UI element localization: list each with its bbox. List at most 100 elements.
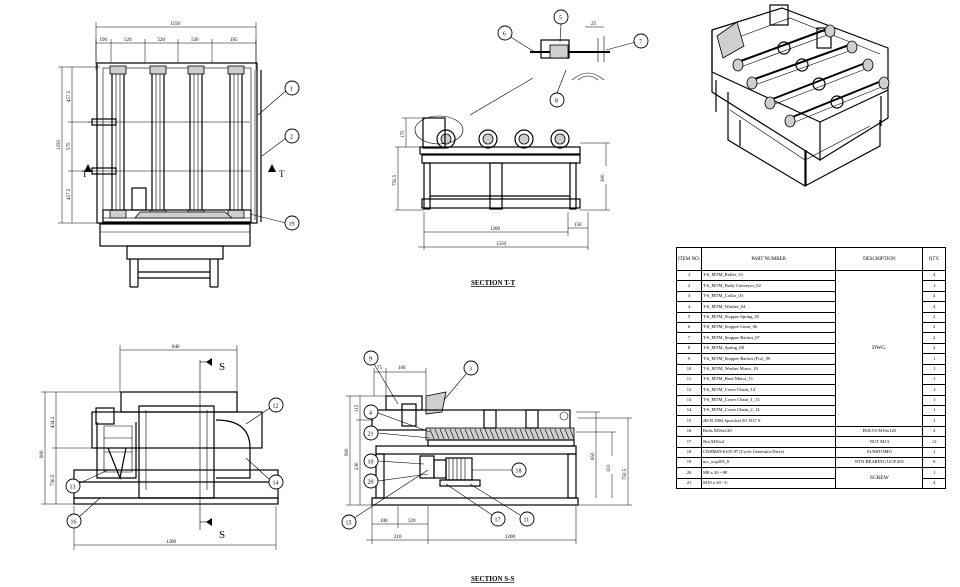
bom-part-number: T-6_MTM_Cover Chain_12 [700, 384, 837, 396]
bom-header-row: ITEM NO. PART NUMBER DESCRIPTION QTY. [676, 247, 946, 271]
bom-part-number: CNHM03-6105-87 (Cycle Generator Drive) [700, 446, 837, 459]
bom-part-number: Nut M16x2 [700, 436, 837, 448]
svg-text:14: 14 [273, 481, 279, 487]
dim-tt-top-left: 175 [401, 130, 406, 138]
svg-text:4: 4 [369, 411, 372, 417]
balloon-8 [549, 92, 565, 108]
svg-text:13: 13 [70, 485, 76, 491]
roller-iso-2 [769, 61, 869, 101]
bom-item-no: 14 [676, 405, 702, 417]
bom-header-item: ITEM NO. [676, 247, 702, 271]
bom-description-merged: DWG. [835, 270, 924, 427]
section-tt-view: 25 6 5 7 8 175 750.5 [393, 9, 649, 287]
bom-qty: 2 [922, 342, 946, 355]
balloon-6 [497, 25, 513, 41]
bom-item-no: 17 [676, 436, 702, 448]
bom-part-number: T-6_MTM_Collar_03 [700, 290, 837, 303]
roller-section-0 [436, 129, 456, 149]
section-tt-title: SECTION T-T [471, 279, 515, 287]
svg-text:1: 1 [290, 87, 293, 93]
bom-item-no: 4 [676, 301, 702, 313]
bom-part-number: T-6_MTM_Cover Chain_1_13 [700, 394, 837, 407]
balloon-7 [633, 33, 649, 49]
balloon-4 [363, 404, 379, 420]
balloon-18 [511, 462, 527, 478]
bom-item-no: 1 [676, 269, 702, 282]
bom-qty: 1 [922, 394, 946, 407]
svg-text:6: 6 [503, 32, 506, 38]
bom-qty: 1 [922, 280, 946, 292]
dim-ss-100: 100 [380, 519, 388, 524]
balloon-11 [519, 511, 535, 527]
roller-top-1 [151, 71, 165, 213]
section-ss-view: 75 160 900 115 230 [341, 350, 632, 583]
bom-qty: 8 [922, 457, 946, 469]
roller-top-2 [189, 71, 203, 213]
bom-item-no: 8 [676, 342, 702, 355]
balloon-5 [553, 9, 569, 25]
bom-part-number: T-6_MTM_Stopper Spring_05 [700, 311, 837, 323]
bom-item-no: 19 [676, 457, 702, 469]
bom-qty: 2 [922, 332, 946, 344]
bom-part-number: T-6_MTM_Spring_08 [700, 342, 837, 355]
isometric-view [711, 4, 890, 188]
svg-text:20: 20 [368, 480, 374, 486]
svg-text:18: 18 [516, 469, 522, 475]
roller-iso-3 [789, 79, 885, 119]
dim-spacing-1: 520 [124, 38, 132, 43]
bom-header-description: DESCRIPTION [835, 247, 924, 271]
bom-item-no: 3 [676, 290, 702, 303]
dim-end-900: 900 [40, 450, 45, 458]
bom-part-number: T-6_MTM_Cover Chain_2_14 [700, 405, 837, 417]
dim-overall-width: 1550 [170, 22, 181, 27]
balloon-19 [284, 215, 300, 231]
bom-qty: 1 [922, 353, 946, 365]
bom-part-number: T-6_MTM_Base Motor_11 [700, 373, 837, 386]
bom-header-qty: QTY. [922, 247, 946, 271]
svg-text:10: 10 [368, 460, 374, 466]
svg-text:3: 3 [469, 367, 472, 373]
bom-qty: 1 [922, 373, 946, 386]
roller-section-3 [550, 129, 570, 149]
dim-ss-75: 75 [377, 366, 383, 371]
bom-item-no: 13 [676, 394, 702, 407]
bom-part-number: Bolts M16x120 [700, 425, 837, 438]
dim-left-2: 575 [67, 142, 72, 150]
bom-qty: 1 [922, 384, 946, 396]
section-mark-s-top: S [219, 361, 225, 373]
bom-description: NUT M13 [835, 436, 924, 448]
balloon-14 [268, 474, 284, 490]
svg-text:16: 16 [71, 520, 77, 526]
dim-ss-310: 310 [607, 464, 612, 472]
bom-header-part: PART NUMBER [700, 247, 837, 271]
balloon-9 [363, 350, 379, 366]
bom-item-no: 15 [676, 415, 702, 427]
dim-ss-1200: 1200 [505, 535, 516, 540]
section-ss-title: SECTION S-S [471, 575, 514, 583]
bom-item-no: 7 [676, 332, 702, 344]
roller-top-0 [111, 71, 125, 213]
dim-tt-150: 150 [574, 223, 582, 228]
balloon-13 [65, 478, 81, 494]
bom-item-no: 6 [676, 321, 702, 334]
dim-tt-height: 750.5 [393, 174, 398, 186]
bom-qty: 12 [922, 436, 946, 448]
bom-item-no: 9 [676, 353, 702, 365]
bom-qty: 1 [922, 363, 946, 375]
bom-description: SCREW [835, 467, 924, 490]
bom-qty: 4 [922, 269, 946, 282]
bom-item-no: 11 [676, 373, 702, 386]
dim-left-3: 457.5 [67, 188, 72, 200]
svg-text:12: 12 [273, 404, 279, 410]
bom-part-number: M8 x 20 --9F [700, 467, 837, 479]
svg-text:15: 15 [346, 521, 352, 527]
svg-text:9: 9 [369, 357, 372, 363]
bom-part-number: JIS B 1802 Sprocket 50, N17 S [700, 415, 837, 427]
roller-iso-0 [737, 27, 831, 63]
